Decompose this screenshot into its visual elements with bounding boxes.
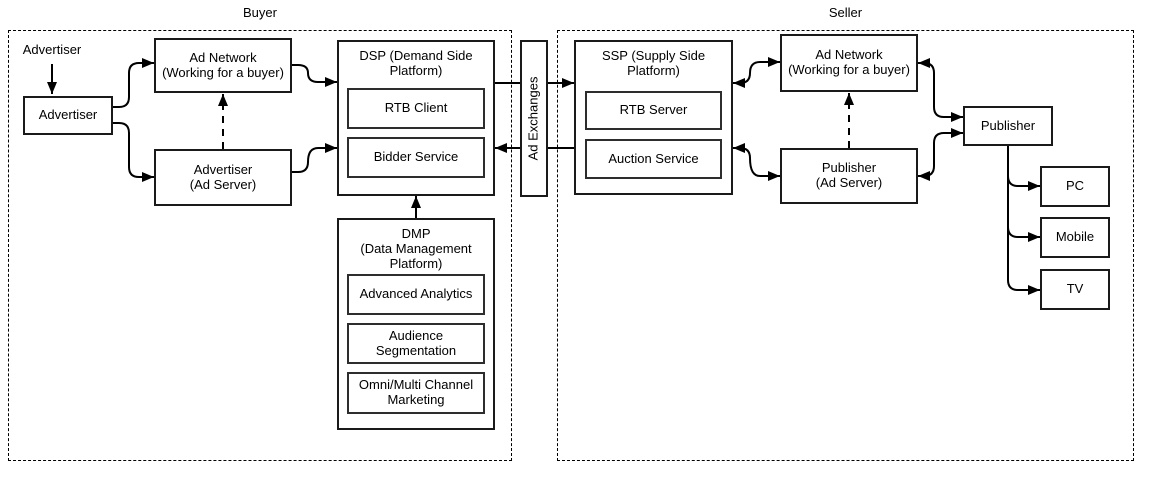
publisher-ad-server-node: Publisher (Ad Server) <box>780 148 918 204</box>
ad-network-seller-title: Ad Network <box>815 47 883 63</box>
ssp-title: SSP <box>601 48 628 63</box>
ad-network-buyer-node: Ad Network (Working for a buyer) <box>154 38 292 93</box>
omni-channel-label: Omni/Multi Channel Marketing <box>358 377 474 407</box>
ad-network-buyer-title: Ad Network <box>189 49 257 65</box>
ad-exchanges-label: Ad Exchanges <box>525 76 541 161</box>
ad-exchanges-node: Ad Exchanges <box>520 40 548 197</box>
dsp-node: DSP (Demand Side Platform) RTB Client Bi… <box>337 40 495 196</box>
auction-service-node: Auction Service <box>585 139 722 179</box>
advanced-analytics-node: Advanced Analytics <box>347 274 485 315</box>
auction-service-label: Auction Service <box>608 150 699 166</box>
bidder-service-node: Bidder Service <box>347 137 485 178</box>
tv-node: TV <box>1040 269 1110 310</box>
ad-network-seller-subtitle: (Working for a buyer) <box>788 62 910 77</box>
advanced-analytics-label: Advanced Analytics <box>359 286 473 302</box>
dsp-subtitle: (Demand Side Platform) <box>389 48 473 78</box>
ssp-node: SSP (Supply Side Platform) RTB Server Au… <box>574 40 733 195</box>
seller-region-label: Seller <box>828 5 863 20</box>
advertiser-label: Advertiser <box>38 107 98 123</box>
publisher-ad-server-title: Publisher <box>821 160 877 176</box>
tv-label: TV <box>1066 281 1084 297</box>
pc-node: PC <box>1040 166 1110 207</box>
publisher-ad-server-subtitle: (Ad Server) <box>815 175 883 190</box>
advertiser-node: Advertiser <box>23 96 113 135</box>
bidder-service-label: Bidder Service <box>373 149 459 165</box>
omni-channel-node: Omni/Multi Channel Marketing <box>347 372 485 414</box>
pc-label: PC <box>1065 178 1085 194</box>
buyer-region-label: Buyer <box>243 5 277 20</box>
rtb-client-label: RTB Client <box>384 100 448 116</box>
rtb-client-node: RTB Client <box>347 88 485 129</box>
dsp-title: DSP <box>359 48 386 63</box>
rtb-server-label: RTB Server <box>619 102 688 118</box>
audience-segmentation-node: Audience Segmentation <box>347 323 485 364</box>
publisher-node: Publisher <box>963 106 1053 146</box>
ad-network-buyer-subtitle: (Working for a buyer) <box>162 64 284 80</box>
buyer-region <box>8 30 512 461</box>
rtb-server-node: RTB Server <box>585 91 722 130</box>
seller-region <box>557 30 1134 461</box>
publisher-label: Publisher <box>980 117 1036 133</box>
mobile-label: Mobile <box>1055 229 1095 245</box>
audience-segmentation-label: Audience Segmentation <box>375 327 457 358</box>
mobile-node: Mobile <box>1040 217 1110 258</box>
dmp-node: DMP (Data Management Platform) Advanced … <box>337 218 495 430</box>
ssp-subtitle: (Supply Side Platform) <box>627 48 706 78</box>
advertiser-ad-server-title: Advertiser <box>193 161 253 177</box>
dmp-title: DMP <box>401 226 431 241</box>
ad-network-seller-node: Ad Network (Working for a buyer) <box>780 34 918 92</box>
advertiser-ad-server-subtitle: (Ad Server) <box>189 176 257 192</box>
dmp-subtitle: (Data Management Platform) <box>360 240 472 271</box>
advertiser-ad-server-node: Advertiser (Ad Server) <box>154 149 292 206</box>
advertiser-caption: Advertiser <box>22 42 82 57</box>
